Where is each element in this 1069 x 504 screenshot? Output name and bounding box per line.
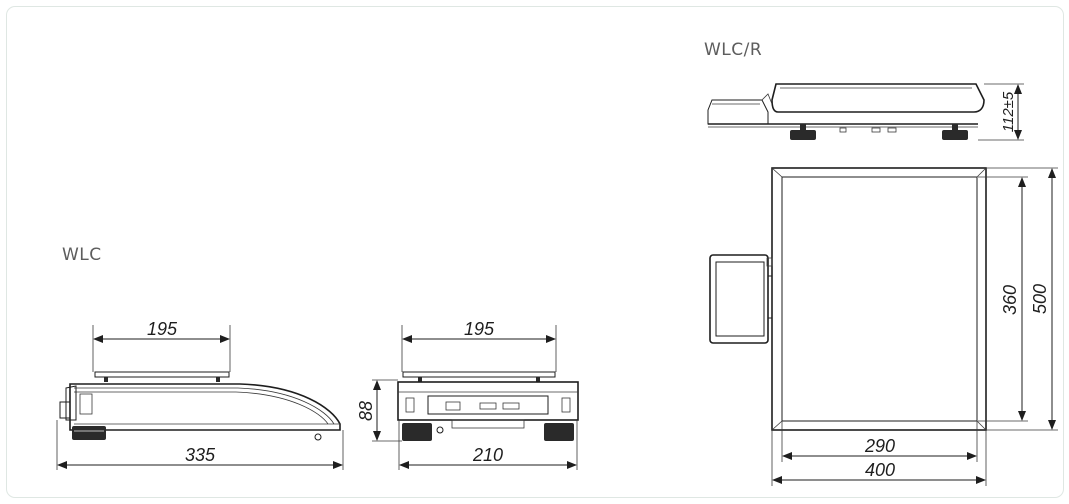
dim-wlc-side-length: 335 [185,445,216,465]
foot-wlcr-left [790,130,816,140]
terminal-side [707,99,769,125]
model-label-wlc: WLC [62,245,102,265]
dim-wlc-front-top: 195 [464,319,495,339]
weighing-pan [94,371,230,378]
foot-front-right [544,423,574,441]
platter-side [771,83,985,113]
dim-wlcr-inner-width: 290 [864,436,895,456]
foot-left [72,426,106,440]
wlcr-top-view [709,167,1058,486]
model-label-wlcr: WLC/R [704,40,763,60]
wlc-front-view [372,325,579,470]
scale-body-side [69,383,341,431]
dim-wlcr-outer-width: 400 [865,460,895,480]
dim-wlcr-outer-depth: 500 [1030,284,1050,314]
dim-wlc-height: 88 [356,401,376,421]
wlcr-side-view [707,83,1024,141]
terminal-display [709,254,769,344]
dim-wlc-side-top: 195 [147,319,178,339]
wlc-side-view [56,325,344,470]
dim-wlcr-height: 112±5 [1000,91,1017,132]
dim-wlcr-inner-depth: 360 [1000,285,1020,315]
platter-inner [781,176,978,422]
platter-top [771,167,987,431]
foot-wlcr-right [942,130,968,140]
dim-wlc-front-width: 210 [472,445,503,465]
foot-front-left [402,423,432,441]
